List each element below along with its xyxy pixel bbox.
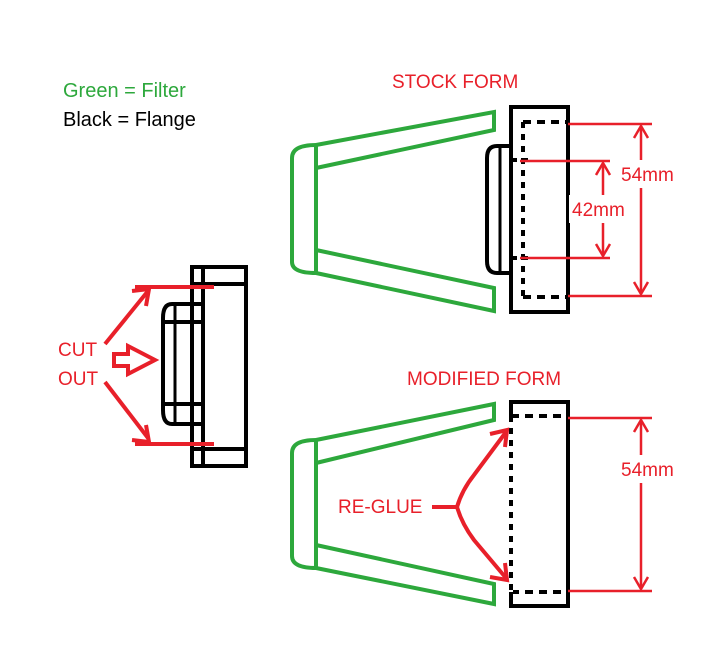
reglue-arrows [432, 427, 510, 583]
modified-dimension [568, 416, 652, 593]
dim-label-bg-54-stock [617, 160, 687, 188]
stock-dim-54: 54mm [621, 165, 674, 186]
legend-flange: Black = Flange [63, 109, 196, 131]
modified-dim-54: 54mm [621, 460, 674, 481]
modified-flange [509, 400, 570, 608]
out-label: OUT [58, 369, 99, 390]
stock-form-title: STOCK FORM [392, 72, 518, 93]
reglue-label: RE-GLUE [338, 497, 422, 518]
dim-label-bg-54-modified [617, 455, 687, 483]
cut-label: CUT [58, 340, 97, 361]
stock-dim-42: 42mm [572, 200, 625, 221]
cutout-flange [161, 265, 248, 468]
modified-filter [290, 401, 496, 607]
dim-label-bg-42 [569, 195, 639, 223]
stock-flange [485, 105, 570, 314]
legend-filter: Green = Filter [63, 80, 186, 102]
stock-filter [290, 109, 496, 314]
stock-dimensions [520, 122, 652, 298]
modified-form-title: MODIFIED FORM [407, 369, 561, 390]
cut-out-arrows [103, 285, 214, 446]
